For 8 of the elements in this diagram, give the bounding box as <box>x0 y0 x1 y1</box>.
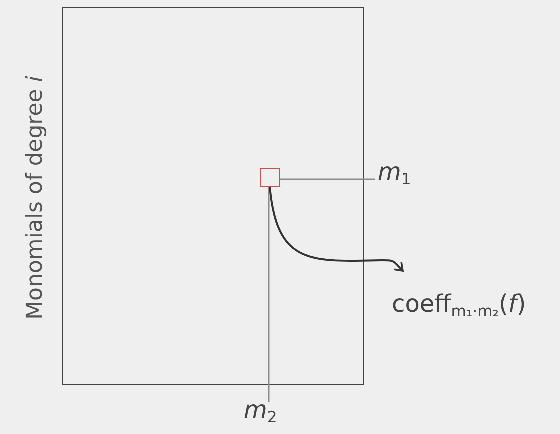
math-label: coeff$_{m₁·m₂}$(f) <box>392 289 526 323</box>
leader-line <box>280 178 375 180</box>
leader-line <box>268 187 270 402</box>
curved-arrow <box>269 186 404 272</box>
matrix-entry-marker <box>260 168 280 187</box>
axis-title: Monomials of degree i <box>23 76 48 320</box>
math-label: m$_{1}$ <box>378 157 412 191</box>
math-label: m$_{2}$ <box>244 395 278 429</box>
